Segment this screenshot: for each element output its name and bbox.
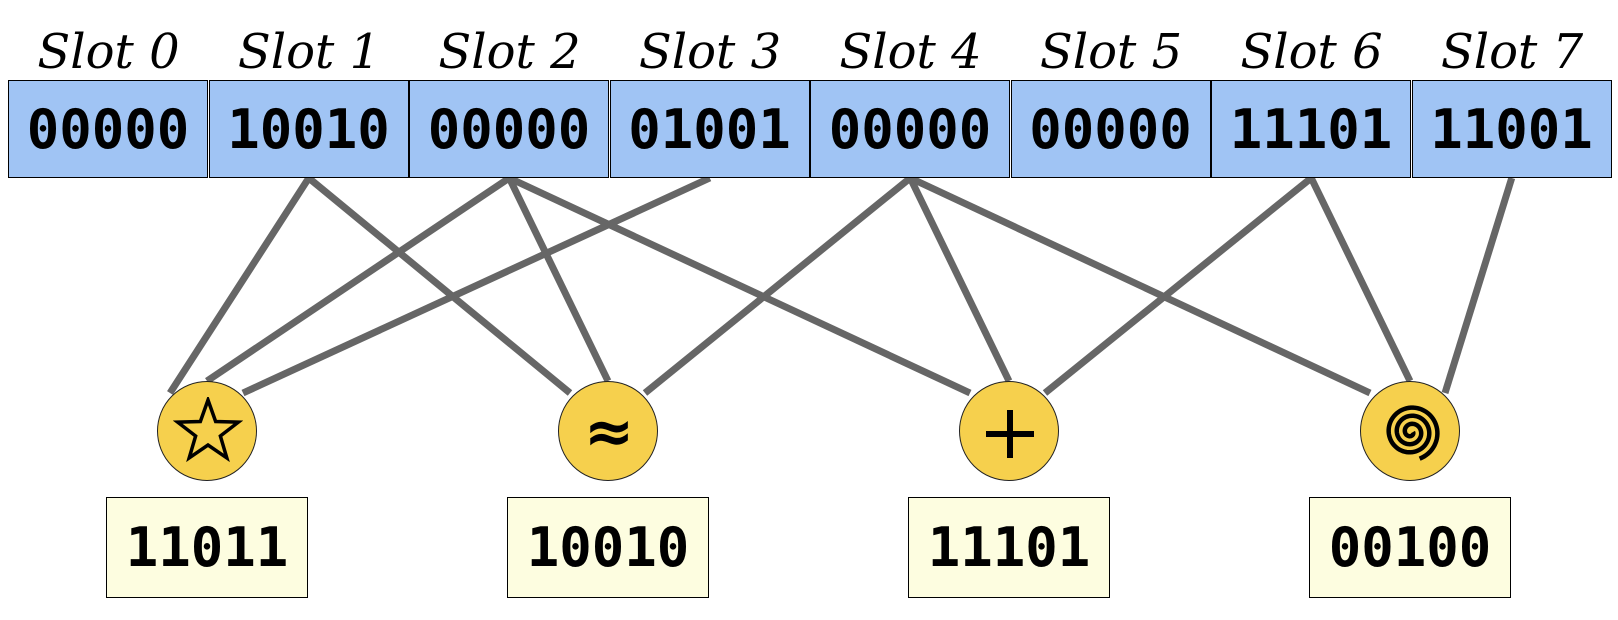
slot-label-5: Slot 5 (1039, 24, 1183, 80)
node-2 (959, 381, 1059, 481)
slot-cell-3: 01001 (609, 80, 810, 178)
node-value-2: 11101 (908, 497, 1110, 598)
slot-label-6: Slot 6 (1240, 24, 1383, 80)
edge-slot-4-node-3 (908, 174, 1372, 397)
slot-cell-7: 11001 (1411, 80, 1612, 178)
slot-label-3: Slot 3 (638, 24, 782, 80)
spiral-icon (1361, 382, 1461, 482)
edge-slot-4-node-2 (907, 176, 1013, 383)
node-value-3: 00100 (1309, 497, 1511, 598)
star-icon (158, 382, 258, 482)
slot-label-4: Slot 4 (839, 24, 982, 80)
node-symbol: ≈ (583, 397, 635, 467)
edge-slot-7-node-3 (1441, 176, 1516, 395)
edge-slot-4-node-1 (642, 175, 913, 396)
slot-cell-2: 00000 (409, 80, 609, 178)
node-3 (1360, 381, 1460, 481)
node-1: ≈ (558, 381, 658, 481)
plus-icon (960, 382, 1060, 482)
edge-slot-2-node-1 (506, 176, 612, 383)
edge-slot-2-node-2 (507, 174, 972, 397)
slot-cell-5: 00000 (1010, 80, 1211, 178)
edge-slot-2-node-0 (205, 175, 512, 384)
node-value-0: 11011 (106, 497, 308, 598)
slot-cell-0: 00000 (8, 80, 208, 178)
edge-slot-6-node-2 (1042, 175, 1314, 396)
slot-label-1: Slot 1 (237, 24, 381, 80)
slot-label-7: Slot 7 (1440, 24, 1584, 80)
approx-icon: ≈ (559, 382, 659, 482)
edge-slot-3-node-0 (241, 174, 712, 397)
slot-cell-4: 00000 (810, 80, 1010, 178)
node-0 (157, 381, 257, 481)
slot-label-2: Slot 2 (438, 24, 581, 80)
edge-slot-1-node-1 (306, 175, 573, 396)
edge-slot-1-node-0 (167, 176, 312, 395)
node-value-1: 10010 (507, 497, 709, 598)
slot-label-0: Slot 0 (37, 24, 180, 80)
slot-cell-6: 11101 (1211, 80, 1411, 178)
slot-cell-1: 10010 (208, 80, 409, 178)
edge-slot-6-node-3 (1308, 176, 1414, 383)
